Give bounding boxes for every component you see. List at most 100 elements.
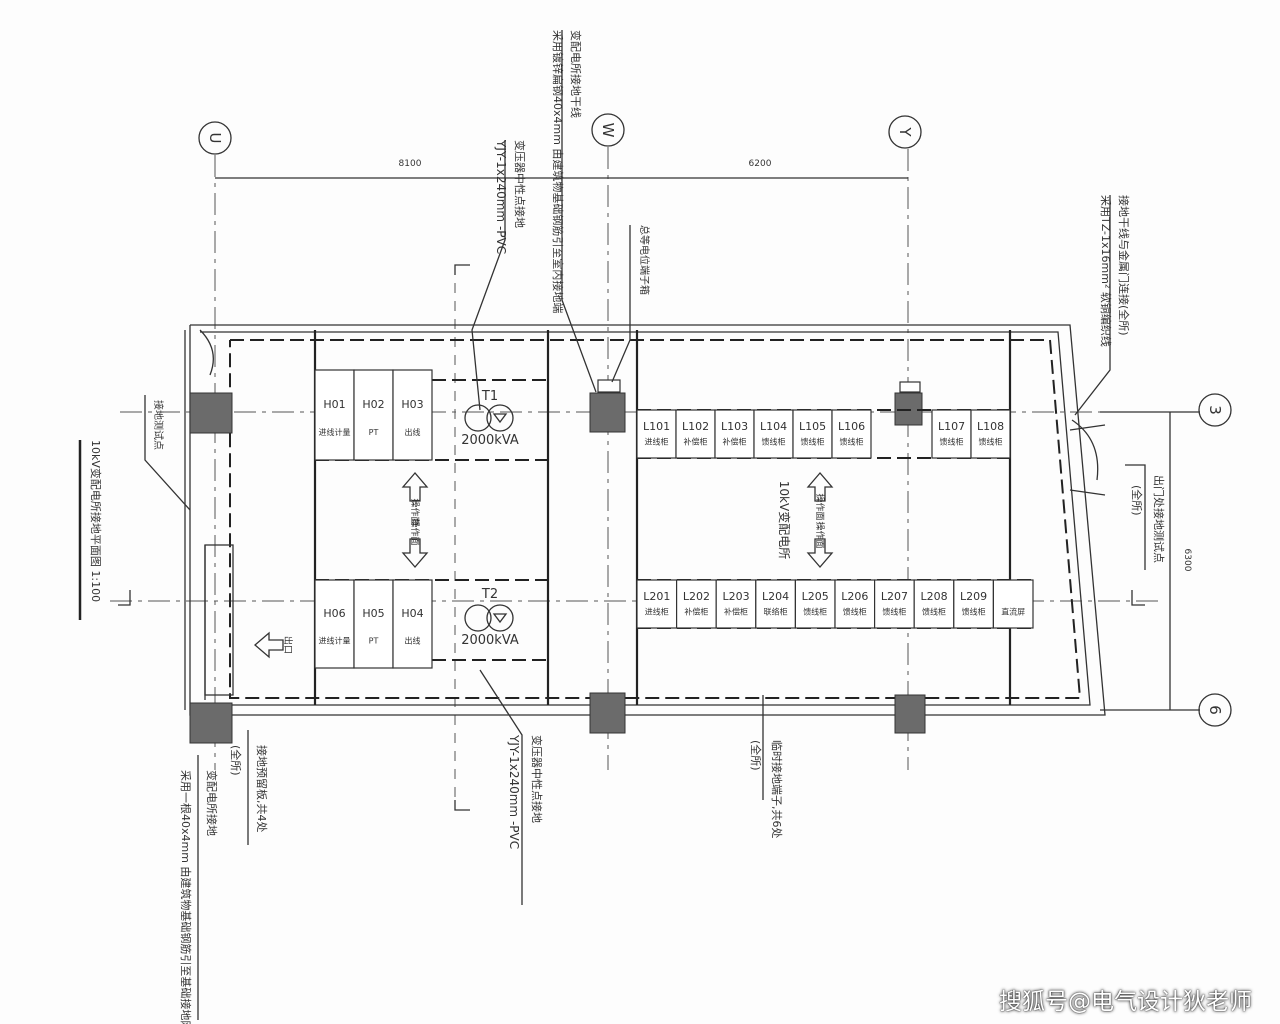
cabinet-l103[interactable]: L103 补偿柜 — [714, 409, 755, 459]
cabinet-id: L108 — [977, 420, 1004, 433]
annotation: 变压器中性点接地 — [513, 140, 527, 228]
cabinet-desc: PT — [369, 428, 379, 437]
walls — [184, 324, 1106, 716]
arrow-up-icon — [401, 472, 429, 502]
annotation: YJY-1x240mm -PVC — [494, 139, 508, 254]
cabinet-id: H03 — [401, 398, 423, 411]
grid-axes — [110, 147, 1200, 811]
cabinet-outline — [675, 579, 717, 629]
cabinet-id: L204 — [762, 590, 789, 603]
cabinet-id: L207 — [881, 590, 908, 603]
cabinet-outline — [314, 369, 355, 461]
annotation: 变配电所接地 — [205, 770, 219, 836]
cabinet-desc: 馈线柜 — [803, 607, 827, 617]
axis-w-label: W — [599, 123, 617, 138]
cabinet-id: L201 — [643, 590, 670, 603]
cabinet-outline — [831, 409, 872, 459]
annotation: 采用一根40x4mm 由建筑物基础钢筋引至基础接地网 — [179, 770, 193, 1024]
annotation: 接地预留板,共4处 — [255, 745, 269, 833]
leader-lines — [78, 30, 1146, 1020]
axis-u-bubble — [198, 121, 232, 155]
column — [589, 692, 626, 734]
operating-arrows: 操作面 操作面 操作面 操作面 10kV变配电所 出口 — [254, 472, 834, 659]
cabinet-outline — [794, 579, 836, 629]
cabinet-id: H01 — [323, 398, 345, 411]
cabinet-dc[interactable]: 直流屏 — [992, 579, 1034, 629]
cabinet-id: L104 — [760, 420, 787, 433]
cabinet-h06[interactable]: H06 进线计量 — [314, 579, 355, 669]
cabinet-id: H06 — [323, 607, 345, 620]
cabinet-id: L209 — [960, 590, 987, 603]
cabinet-id: L208 — [920, 590, 947, 603]
axis-w-bubble — [591, 113, 625, 147]
cabinet-outline — [753, 409, 794, 459]
cabinet-id: H05 — [362, 607, 384, 620]
cabinet-id: H02 — [362, 398, 384, 411]
dim-3-6: 6300 — [1182, 549, 1192, 572]
lv-cabinets-row1: L101进线柜L102补偿柜L103补偿柜L104馈线柜L105馈线柜L106馈… — [636, 409, 1011, 459]
annotation: (全所) — [749, 740, 763, 771]
cabinet-l104[interactable]: L104 馈线柜 — [753, 409, 794, 459]
cabinet-l108[interactable]: L108 馈线柜 — [970, 409, 1011, 459]
svg-text:2000kVA: 2000kVA — [461, 633, 519, 648]
annotation: 接地测试点 — [152, 400, 165, 450]
transformer-t1[interactable]: T1 2000kVA — [461, 389, 519, 448]
axis-y-label: Y — [896, 126, 914, 137]
terminal-box — [899, 381, 921, 393]
annotations: 变配电所接地干线 采用镀锌扁钢40x4mm 由建筑物基础钢筋引至室内接地端 变压… — [89, 30, 1166, 1024]
annotation: YJY-1x240mm -PVC — [507, 734, 521, 849]
column — [189, 702, 233, 744]
cabinet-id: L106 — [838, 420, 865, 433]
svg-text:操作面: 操作面 — [409, 518, 421, 545]
cabinet-desc: 馈线柜 — [762, 437, 786, 447]
axis-6-label: 6 — [1206, 705, 1224, 715]
cabinet-id: L205 — [802, 590, 829, 603]
cabinet-outline — [353, 579, 394, 669]
svg-text:操作面: 操作面 — [814, 493, 826, 520]
column — [894, 694, 926, 734]
cabinet-desc: 进线柜 — [645, 437, 669, 447]
cabinet-desc: 馈线柜 — [979, 437, 1003, 447]
annotation: (全所) — [229, 745, 243, 776]
transformer-t2[interactable]: T2 2000kVA — [461, 587, 519, 648]
cabinet-outline — [873, 579, 915, 629]
arrow-left-icon — [254, 631, 284, 659]
cabinet-outline — [715, 579, 757, 629]
annotation: (全所) — [1130, 485, 1144, 516]
cabinet-outline — [834, 579, 876, 629]
cabinet-desc: PT — [369, 636, 379, 645]
cabinet-desc: 进线计量 — [319, 635, 351, 645]
drawing-title: 10kV变配电所接地平面图 1:100 — [89, 440, 103, 602]
cabinet-id: L203 — [722, 590, 749, 603]
cabinet-desc: 补偿柜 — [723, 437, 747, 447]
svg-text:T2: T2 — [481, 587, 498, 602]
svg-text:操作面: 操作面 — [409, 498, 421, 525]
axis-u-label: U — [206, 133, 224, 144]
annotation: 变压器中性点接地 — [530, 735, 544, 823]
cabinet-desc: 馈线柜 — [940, 437, 964, 447]
cabinet-id: L103 — [721, 420, 748, 433]
svg-text:T1: T1 — [481, 389, 498, 404]
cabinet-l205[interactable]: L205 馈线柜 — [794, 579, 836, 629]
column — [189, 392, 233, 434]
